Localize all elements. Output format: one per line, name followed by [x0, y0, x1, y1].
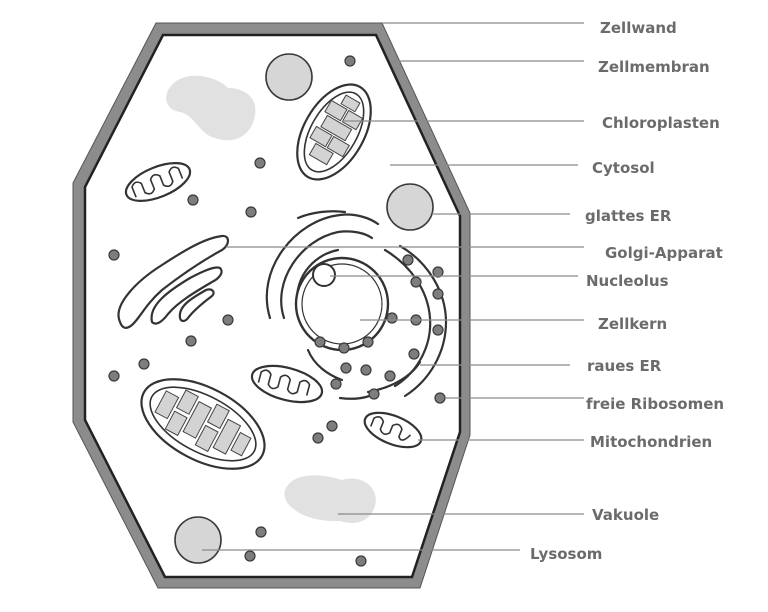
mitochondrion-left	[124, 162, 192, 202]
organelle-smooth-er-circle	[386, 183, 434, 231]
label-raues-er: raues ER	[587, 357, 662, 375]
label-nucleolus: Nucleolus	[586, 272, 669, 290]
label-zellkern: Zellkern	[598, 315, 667, 333]
label-lysosom: Lysosom	[530, 545, 602, 563]
ribosomes-bound	[314, 254, 444, 400]
cell-membrane	[83, 33, 462, 579]
mitochondrion-center	[250, 364, 324, 404]
label-zellwand: Zellwand	[600, 19, 677, 37]
label-golgi: Golgi-Apparat	[605, 244, 723, 262]
label-glattes-er: glattes ER	[585, 207, 672, 225]
label-zellmembran: Zellmembran	[598, 58, 710, 76]
lysosome	[174, 516, 222, 564]
mitochondrion-right	[363, 411, 423, 449]
ribosomes-free	[108, 55, 446, 567]
nucleolus	[312, 263, 336, 287]
chloroplast-top	[296, 83, 372, 181]
golgi-apparatus	[117, 234, 230, 329]
label-vakuole: Vakuole	[592, 506, 659, 524]
label-cytosol: Cytosol	[592, 159, 655, 177]
vacuole-top	[166, 75, 256, 141]
chloroplast-bottom	[140, 378, 266, 470]
nucleus	[294, 256, 390, 352]
leader-lines	[202, 22, 584, 551]
label-freie-ribosomen: freie Ribosomen	[586, 395, 724, 413]
label-mitochondrien: Mitochondrien	[590, 433, 712, 451]
label-chloroplasten: Chloroplasten	[602, 114, 720, 132]
vacuole-bottom	[284, 475, 376, 524]
rough-er	[265, 210, 448, 400]
organelle-top-circle	[265, 53, 313, 101]
labels: Zellwand Zellmembran Chloroplasten Cytos…	[530, 19, 724, 563]
